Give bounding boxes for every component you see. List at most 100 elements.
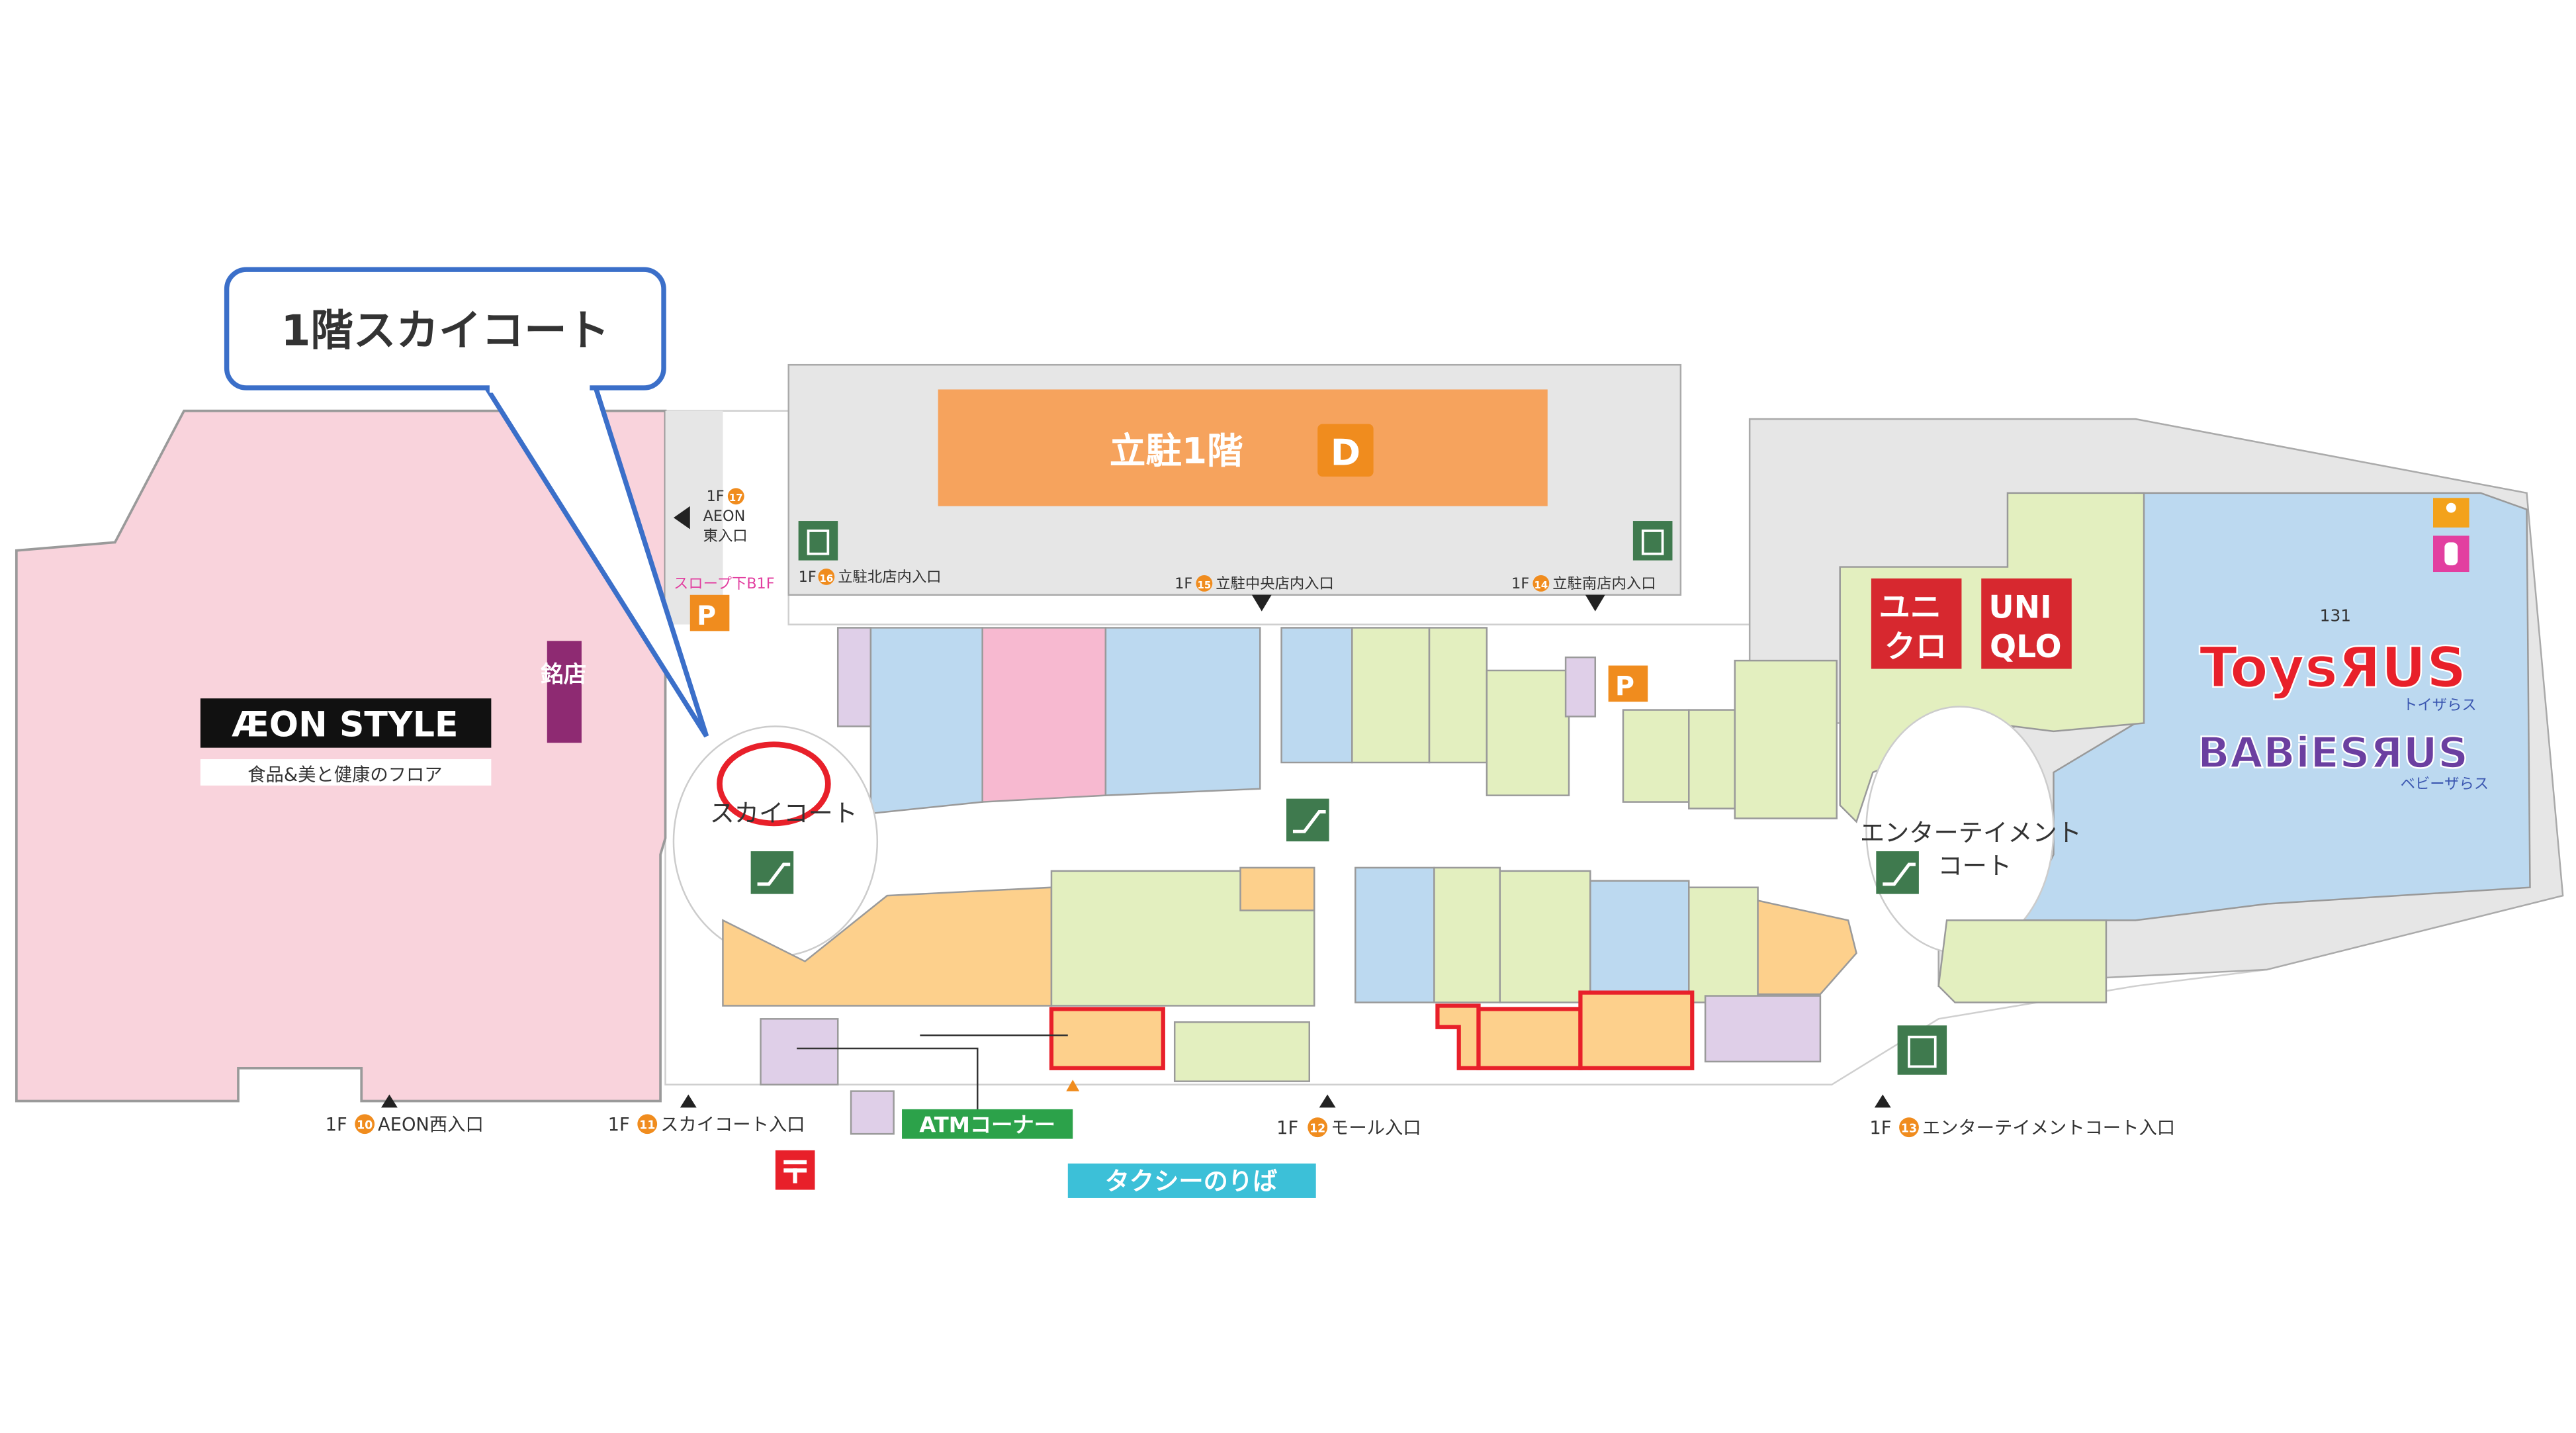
- entrance-label-line: 立駐北店内入口: [838, 569, 941, 586]
- uniqlo-en-line2: QLO: [1990, 629, 2062, 665]
- entrance-floor: 1F: [1869, 1118, 1891, 1138]
- elevator-icon[interactable]: [798, 521, 838, 561]
- store-block[interactable]: [1173, 1021, 1311, 1082]
- taxi-stand-label-bg[interactable]: [1067, 1163, 1316, 1198]
- entrance-floor: 1F: [707, 488, 725, 505]
- entrance-10[interactable]: 1F 10 AEON西入口: [326, 1114, 484, 1135]
- store-block[interactable]: [1499, 870, 1591, 1003]
- entrance-label-line: 立駐南店内入口: [1552, 575, 1656, 592]
- babiesrus-kana: ベビーザらス: [2401, 776, 2489, 793]
- entrance-number: 10: [357, 1119, 373, 1133]
- parking-icon[interactable]: P: [689, 594, 730, 631]
- sky-court-label[interactable]: スカイコート: [710, 798, 858, 827]
- store-block[interactable]: [1486, 669, 1570, 796]
- sky-court-highlight-circle: [717, 741, 831, 827]
- store-block[interactable]: [1688, 886, 1759, 1003]
- entrance-floor: 1F: [1276, 1118, 1298, 1138]
- escalator-icon[interactable]: [1876, 851, 1919, 894]
- entrance-label-line: 東入口: [703, 528, 748, 545]
- entrance-11[interactable]: 1F 11 スカイコート入口: [608, 1114, 805, 1135]
- entrance-label-line: AEON: [703, 508, 746, 525]
- entrance-12[interactable]: 1F 12 モール入口: [1276, 1117, 1421, 1138]
- store-block[interactable]: [1239, 866, 1315, 911]
- parking-icon-label: P: [697, 600, 716, 631]
- atm-corner-label: ATMコーナー: [919, 1113, 1055, 1138]
- store-block[interactable]: [1704, 995, 1822, 1063]
- atm-leader-line: [797, 1047, 979, 1111]
- meiten-sign: 銘店: [541, 661, 587, 688]
- entrance-label-line: 立駐中央店内入口: [1216, 575, 1334, 592]
- store-block[interactable]: [1433, 866, 1501, 1003]
- entrance-floor: 1F: [1511, 575, 1529, 592]
- store-block[interactable]: [1688, 709, 1736, 809]
- store-block[interactable]: [869, 627, 983, 815]
- parking-badge: D: [1331, 432, 1360, 474]
- taxi-stand-label: タクシーのりば: [1105, 1167, 1278, 1196]
- parking-icon[interactable]: P: [1608, 665, 1648, 702]
- entrance-number: 15: [1198, 579, 1212, 591]
- escalator-icon[interactable]: [1286, 798, 1329, 842]
- entrance-floor: 1F: [1175, 575, 1192, 592]
- elevator-icon[interactable]: [1897, 1025, 1947, 1075]
- sky-court-plaza[interactable]: [672, 725, 879, 958]
- wheelchair-icon-head: [2446, 502, 2456, 513]
- store-block[interactable]: [1734, 659, 1838, 819]
- store-block[interactable]: [1355, 866, 1435, 1003]
- uniqlo-logo-en: UNI QLO: [1988, 590, 2063, 666]
- store-block[interactable]: [1280, 627, 1353, 764]
- entrance-14[interactable]: 1F 14 立駐南店内入口: [1511, 575, 1656, 592]
- upper-store-row: [836, 627, 1838, 819]
- highlighted-store[interactable]: [1476, 1007, 1583, 1070]
- entrance-15[interactable]: 1F 15 立駐中央店内入口: [1175, 575, 1334, 592]
- callout-box: [224, 267, 666, 391]
- entrance-label-line: モール入口: [1331, 1118, 1421, 1138]
- highlighted-store[interactable]: [1578, 990, 1695, 1070]
- uniqlo-jp-line1: ユニ: [1879, 590, 1941, 626]
- toysrus-logo: ToysЯUS: [2199, 635, 2467, 700]
- baby-bottle-icon-shape: [2444, 542, 2458, 566]
- store-block[interactable]: [1351, 627, 1431, 764]
- store-block[interactable]: [1428, 627, 1488, 764]
- store-block[interactable]: [1622, 709, 1690, 803]
- slope-note: スロープ下B1F: [674, 575, 775, 592]
- entrance-17[interactable]: 1F 17 AEON 東入口: [703, 488, 748, 545]
- parking-title-banner: [938, 389, 1548, 506]
- atm-corner-label-bg[interactable]: [902, 1109, 1073, 1139]
- aeon-subtitle-bg: [200, 759, 492, 786]
- entrance-13[interactable]: 1F 13 エンターテイメントコート入口: [1869, 1117, 2175, 1138]
- entrance-floor: 1F: [326, 1115, 347, 1135]
- store-block[interactable]: [981, 627, 1107, 803]
- escalator-icon[interactable]: [750, 851, 794, 894]
- store-block[interactable]: [1104, 627, 1261, 796]
- elevator-icon[interactable]: [1632, 521, 1673, 561]
- post-office-icon[interactable]: [775, 1150, 815, 1190]
- uniqlo-en-line1: UNI: [1988, 590, 2051, 626]
- highlighted-store[interactable]: [1049, 1007, 1165, 1070]
- highlighted-store[interactable]: [1435, 1003, 1481, 1070]
- store-block[interactable]: [1757, 900, 1857, 995]
- uniqlo-logo-jp-bg: [1871, 578, 1962, 669]
- entertainment-court-label-2: コート: [1937, 851, 2012, 880]
- entrance-16[interactable]: 1F 16 立駐北店内入口: [799, 569, 942, 586]
- babiesrus-logo: BABiESЯUS: [2198, 728, 2469, 778]
- store-block[interactable]: [1589, 880, 1690, 1003]
- atm-booth: [850, 1090, 895, 1135]
- meiten-sign-text: 銘店: [541, 661, 587, 688]
- aeon-subtitle: 食品&美と健康のフロア: [247, 764, 442, 785]
- entrance-number: 13: [1901, 1123, 1917, 1136]
- entrance-floor: 1F: [799, 569, 817, 586]
- toysrus-area[interactable]: [2019, 492, 2531, 921]
- entertainment-court-label[interactable]: エンターテイメント コート: [1860, 818, 2090, 880]
- aeon-style-area[interactable]: [15, 409, 667, 1103]
- store-block[interactable]: [760, 1018, 839, 1086]
- entrance-number: 11: [639, 1119, 655, 1133]
- uniqlo-logo-en-bg: [1981, 578, 2072, 669]
- entrance-arrow-icon: [381, 506, 1891, 1108]
- uniqlo-jp-line2: クロ: [1885, 629, 1947, 665]
- entrance-number: 16: [819, 573, 833, 584]
- store-block[interactable]: [1937, 919, 2108, 1003]
- store-block[interactable]: [1564, 656, 1597, 717]
- toysrus-store-number: 131: [2320, 606, 2351, 625]
- store-block[interactable]: [836, 627, 872, 727]
